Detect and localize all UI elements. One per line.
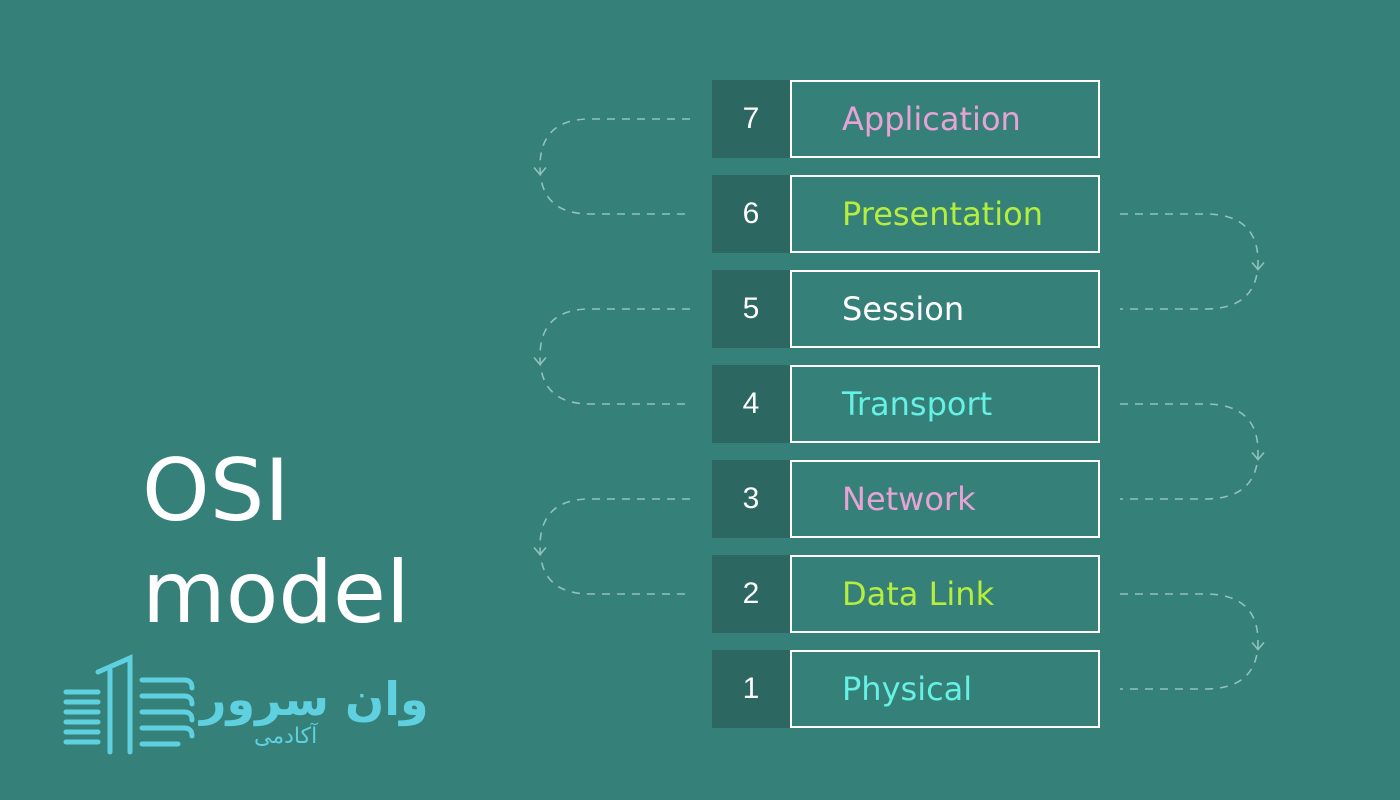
layer-1: 1 Physical <box>712 650 1100 728</box>
layer-5: 5 Session <box>712 270 1100 348</box>
arrow-down-icon <box>1251 261 1265 271</box>
layer-6: 6 Presentation <box>712 175 1100 253</box>
layer-number: 4 <box>712 365 790 443</box>
layer-frame <box>790 80 1100 158</box>
layer-name: Physical <box>842 670 973 708</box>
layer-frame <box>790 175 1100 253</box>
layer-number: 1 <box>712 650 790 728</box>
connector-left <box>539 498 690 595</box>
connector-right <box>1120 213 1259 310</box>
logo-mark-icon <box>63 654 195 755</box>
layer-name: Data Link <box>842 575 995 613</box>
layer-name: Transport <box>842 385 993 423</box>
layer-number: 7 <box>712 80 790 158</box>
logo-brand-text: وان سرور <box>200 672 429 726</box>
arrow-down-icon <box>1251 641 1265 651</box>
title-line-1: OSI <box>142 441 290 541</box>
layer-name: Session <box>842 290 965 328</box>
layer-frame <box>790 460 1100 538</box>
logo-sub-text: آکادمی <box>254 724 318 749</box>
arrow-down-icon <box>533 546 547 556</box>
layer-number: 6 <box>712 175 790 253</box>
layer-frame <box>790 555 1100 633</box>
arrow-down-icon <box>533 166 547 176</box>
connector-left <box>539 118 690 215</box>
layer-number: 3 <box>712 460 790 538</box>
layer-frame <box>790 650 1100 728</box>
layer-4: 4 Transport <box>712 365 1100 443</box>
layer-7: 7 Application <box>712 80 1100 158</box>
layer-3: 3 Network <box>712 460 1100 538</box>
connector-right <box>1120 593 1259 690</box>
layer-frame <box>790 365 1100 443</box>
layer-name: Application <box>842 100 1021 138</box>
layer-2: 2 Data Link <box>712 555 1100 633</box>
arrow-down-icon <box>1251 451 1265 461</box>
connector-left <box>539 308 690 405</box>
title-line-2: model <box>142 543 410 643</box>
arrow-down-icon <box>533 356 547 366</box>
layer-number: 5 <box>712 270 790 348</box>
layer-name: Presentation <box>842 195 1043 233</box>
layer-name: Network <box>842 480 976 518</box>
layer-number: 2 <box>712 555 790 633</box>
diagram-title: OSI model <box>142 440 410 644</box>
connector-right <box>1120 403 1259 500</box>
layer-frame <box>790 270 1100 348</box>
